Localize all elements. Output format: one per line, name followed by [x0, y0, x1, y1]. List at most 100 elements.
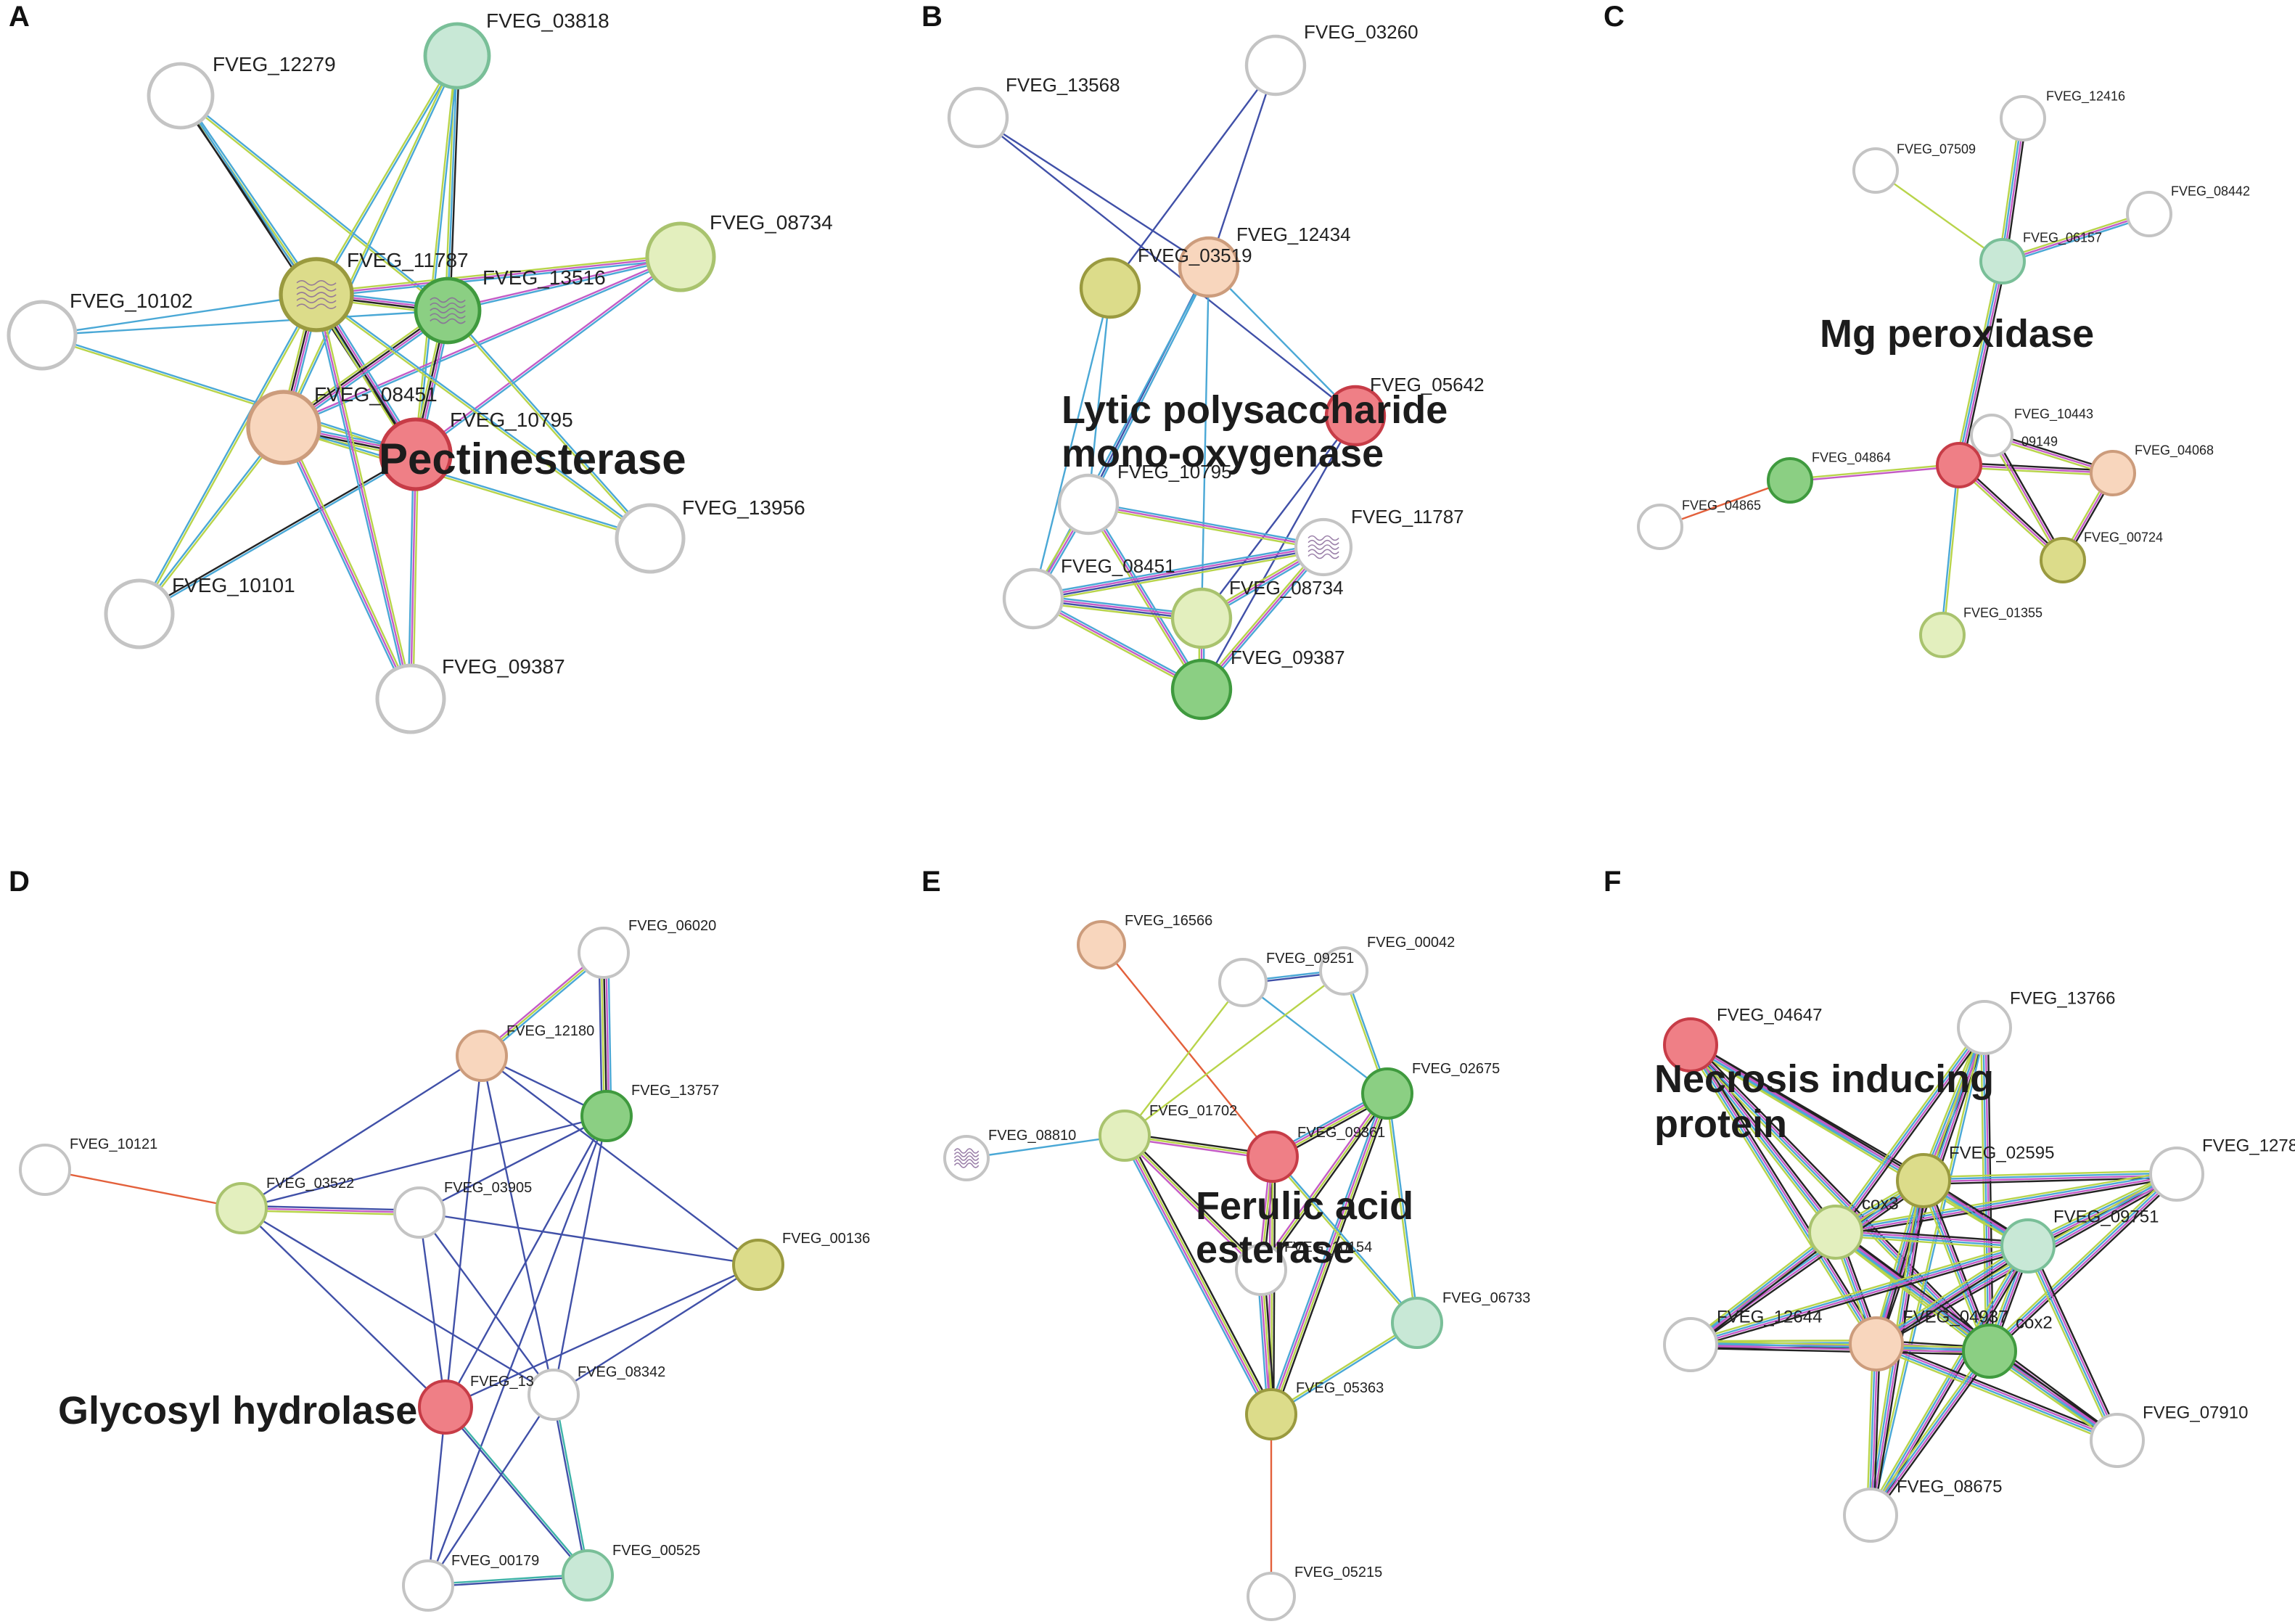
interaction-edge: [1836, 1174, 2177, 1234]
protein-node[interactable]: [2000, 95, 2046, 142]
interaction-edge: [284, 426, 414, 699]
protein-node[interactable]: [645, 221, 716, 292]
protein-node[interactable]: [1957, 1000, 2012, 1055]
interaction-edge: [313, 295, 410, 700]
protein-node[interactable]: [580, 1090, 633, 1142]
interaction-edge: [1866, 1343, 1874, 1515]
node-label: FVEG_05642: [1370, 374, 1485, 395]
protein-node[interactable]: [246, 390, 321, 465]
protein-node[interactable]: [104, 578, 175, 649]
protein-node[interactable]: [578, 927, 630, 979]
protein-node[interactable]: [1057, 473, 1120, 536]
protein-node[interactable]: [2126, 191, 2172, 237]
interaction-edge: [605, 952, 610, 1116]
protein-node[interactable]: [2090, 1413, 2145, 1468]
protein-node[interactable]: [379, 417, 453, 491]
protein-node[interactable]: [1767, 457, 1813, 504]
interaction-edge: [314, 54, 457, 295]
protein-node[interactable]: [1970, 414, 2013, 457]
protein-node[interactable]: [1361, 1067, 1413, 1120]
protein-node[interactable]: [7, 300, 78, 371]
node-label: FVEG_10795: [450, 409, 573, 431]
protein-node[interactable]: [1391, 1297, 1443, 1349]
interaction-edge: [1987, 1027, 1994, 1351]
protein-node[interactable]: [1245, 1388, 1297, 1440]
interaction-edge: [1200, 415, 1357, 690]
protein-node[interactable]: [615, 503, 686, 574]
protein-node[interactable]: [215, 1182, 268, 1234]
protein-node[interactable]: [1099, 1110, 1151, 1162]
interaction-edge: [241, 1207, 446, 1408]
interaction-edge: [427, 1406, 447, 1586]
protein-node[interactable]: [1077, 920, 1126, 969]
protein-node[interactable]: [947, 86, 1009, 149]
interaction-edge: [1688, 1045, 1876, 1345]
protein-node[interactable]: [2149, 1147, 2204, 1202]
protein-node[interactable]: [418, 1379, 473, 1435]
protein-node[interactable]: [1663, 1317, 1718, 1372]
protein-node[interactable]: [2040, 537, 2086, 583]
protein-node[interactable]: [1247, 1131, 1299, 1183]
node-label: FVEG_10121: [70, 1136, 157, 1152]
node-label: FVEG_04937: [1902, 1307, 2008, 1326]
protein-node[interactable]: [1896, 1153, 1951, 1208]
interaction-edge: [1032, 597, 1202, 691]
node-label: FVEG_07509: [1897, 142, 1976, 157]
node-label: FVEG_08734: [1229, 577, 1344, 599]
protein-node[interactable]: [1170, 658, 1233, 721]
protein-node[interactable]: [1218, 958, 1268, 1007]
protein-node[interactable]: [375, 663, 446, 734]
node-label: FVEG_12644: [1717, 1307, 1822, 1326]
interaction-edge: [1125, 1133, 1264, 1269]
node-label: FVEG_08451: [314, 383, 438, 406]
protein-node[interactable]: [1235, 1244, 1287, 1296]
protein-node[interactable]: [393, 1186, 446, 1239]
protein-node[interactable]: [423, 22, 491, 90]
protein-node[interactable]: [1849, 1316, 1904, 1371]
protein-node[interactable]: [1663, 1017, 1718, 1073]
node-label: FVEG_10443: [2014, 406, 2093, 422]
node-label: FVEG_12180: [506, 1023, 594, 1039]
protein-node[interactable]: [2000, 1218, 2056, 1274]
protein-node[interactable]: [562, 1549, 614, 1602]
interaction-edge: [418, 1212, 447, 1408]
interaction-edge: [1273, 1155, 1419, 1323]
interaction-edge: [1269, 1093, 1387, 1414]
protein-node[interactable]: [1247, 1572, 1296, 1621]
protein-node[interactable]: [1002, 567, 1064, 630]
protein-node[interactable]: [147, 62, 215, 130]
interaction-edge: [416, 56, 459, 455]
node-label: FVEG_13516: [483, 266, 606, 289]
protein-node[interactable]: [1637, 504, 1683, 550]
node-label: FVEG_06157: [2023, 230, 2102, 245]
protein-node[interactable]: [1919, 612, 1966, 658]
protein-node[interactable]: [2090, 450, 2136, 496]
node-label: FVEG_00724: [2084, 530, 2163, 545]
protein-node[interactable]: [1324, 385, 1387, 447]
protein-node[interactable]: [1962, 1324, 2017, 1379]
interaction-edge: [1273, 1094, 1392, 1416]
protein-node[interactable]: [1244, 34, 1307, 97]
protein-node[interactable]: [402, 1559, 454, 1612]
protein-node[interactable]: [1936, 442, 1982, 488]
protein-node[interactable]: [1178, 236, 1240, 298]
interaction-edge: [1033, 549, 1325, 603]
protein-node[interactable]: [1843, 1488, 1898, 1543]
protein-node[interactable]: [1808, 1205, 1863, 1260]
protein-node[interactable]: [1979, 238, 2026, 284]
interaction-edge: [1872, 1179, 1921, 1344]
interaction-edge: [416, 257, 682, 456]
protein-node[interactable]: [1319, 946, 1368, 996]
protein-node[interactable]: [1852, 147, 1899, 194]
interaction-edge: [1991, 1176, 2180, 1355]
protein-node[interactable]: [456, 1030, 508, 1082]
interaction-edge: [1868, 1027, 1984, 1515]
protein-node[interactable]: [732, 1239, 784, 1291]
interaction-edge: [1873, 1344, 1881, 1516]
protein-node[interactable]: [1079, 257, 1141, 319]
protein-node[interactable]: [1170, 587, 1233, 649]
interaction-edge: [44, 1168, 242, 1210]
protein-node[interactable]: [527, 1369, 580, 1421]
protein-node[interactable]: [19, 1144, 71, 1196]
